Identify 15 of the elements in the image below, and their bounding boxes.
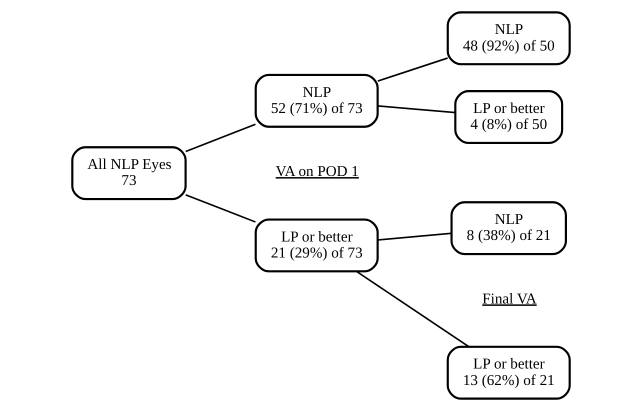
node-box: All NLP Eyes 73 [70, 146, 186, 200]
node-box: LP or better 13 (62%) of 21 [446, 346, 570, 400]
node-box: NLP 52 (71%) of 73 [254, 74, 378, 128]
connector [184, 124, 256, 152]
node-box: LP or better 4 (8%) of 50 [454, 90, 563, 144]
connector [356, 270, 469, 348]
node-box: LP or better 21 (29%) of 73 [254, 218, 378, 272]
label: Final VA [482, 291, 536, 308]
connector [184, 194, 256, 223]
node-box: NLP 48 (92%) of 50 [446, 11, 570, 66]
connector [377, 105, 455, 114]
connector [377, 232, 452, 241]
label: VA on POD 1 [275, 164, 358, 180]
connector [377, 57, 448, 82]
node-box: NLP 8 (38%) of 21 [450, 201, 566, 256]
